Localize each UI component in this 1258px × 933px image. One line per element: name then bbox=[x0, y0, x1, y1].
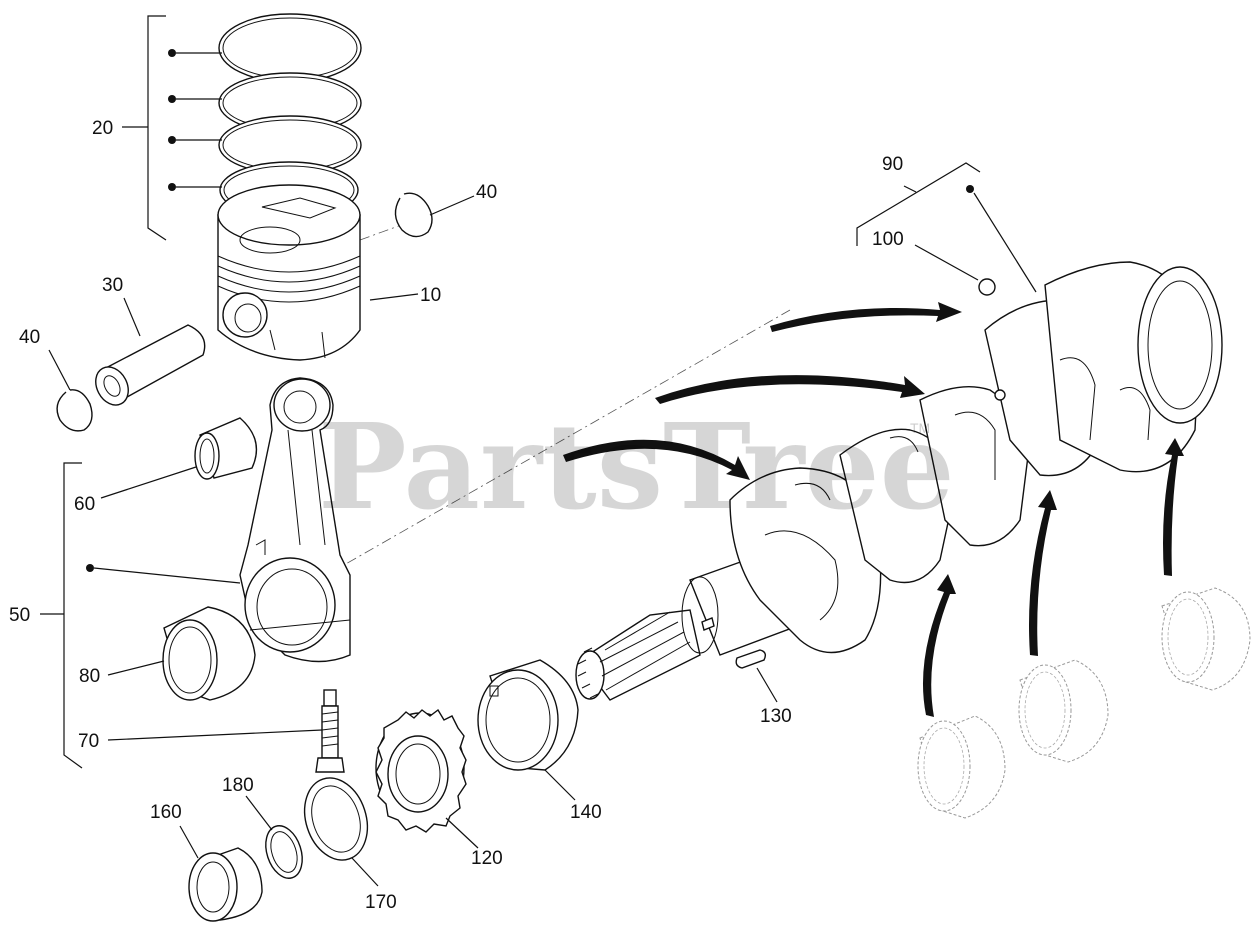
main-bearing-shell-ghost-2 bbox=[1018, 659, 1109, 763]
callout-20[interactable]: 20 bbox=[92, 118, 113, 139]
woodruff-key[interactable] bbox=[735, 649, 767, 669]
callout-40-top[interactable]: 40 bbox=[476, 182, 497, 203]
connecting-rod[interactable] bbox=[239, 377, 351, 663]
crankshaft[interactable] bbox=[575, 261, 1223, 701]
main-bearing-shell-ghost-1 bbox=[917, 715, 1006, 819]
arrow-to-crank-front bbox=[563, 439, 750, 480]
bullet-markers bbox=[86, 49, 974, 572]
callout-30[interactable]: 30 bbox=[102, 275, 123, 296]
callout-130[interactable]: 130 bbox=[760, 706, 792, 727]
callout-100[interactable]: 100 bbox=[872, 229, 904, 250]
callout-10[interactable]: 10 bbox=[420, 285, 441, 306]
callout-40-left[interactable]: 40 bbox=[19, 327, 40, 348]
bracket-90 bbox=[856, 162, 981, 246]
leader-lines bbox=[40, 52, 1037, 887]
circlip-left[interactable] bbox=[56, 389, 93, 432]
big-end-bearing-shell[interactable] bbox=[162, 606, 256, 701]
piston[interactable] bbox=[217, 184, 361, 361]
arrow-bearing-1 bbox=[922, 574, 956, 717]
callout-180[interactable]: 180 bbox=[222, 775, 254, 796]
piston-pin[interactable] bbox=[89, 324, 206, 411]
crankshaft-gear[interactable] bbox=[375, 708, 467, 833]
callout-140[interactable]: 140 bbox=[570, 802, 602, 823]
callout-120[interactable]: 120 bbox=[471, 848, 503, 869]
steel-ball[interactable] bbox=[978, 278, 996, 296]
o-ring[interactable] bbox=[259, 821, 308, 883]
bracket-50 bbox=[63, 462, 83, 769]
callout-160[interactable]: 160 bbox=[150, 802, 182, 823]
watermark: PartsTree bbox=[318, 397, 955, 536]
arrow-bearing-2 bbox=[1029, 490, 1057, 656]
main-bearing-shell-ghost-3 bbox=[1161, 587, 1251, 691]
small-end-bushing[interactable] bbox=[194, 417, 258, 480]
watermark-trademark: TM bbox=[910, 420, 930, 436]
bracket-20 bbox=[147, 15, 167, 241]
thrust-washer[interactable] bbox=[294, 770, 377, 868]
arrow-to-crank-mid bbox=[655, 375, 925, 404]
front-main-bearing[interactable] bbox=[477, 659, 579, 771]
callout-50[interactable]: 50 bbox=[9, 605, 30, 626]
arrow-bearing-3 bbox=[1163, 438, 1184, 576]
arrow-to-crank-rear bbox=[770, 302, 962, 332]
callout-80[interactable]: 80 bbox=[79, 666, 100, 687]
circlip-right[interactable] bbox=[394, 192, 433, 238]
connecting-rod-bolt[interactable] bbox=[315, 689, 345, 773]
assembly-axis-line bbox=[329, 309, 791, 574]
callout-60[interactable]: 60 bbox=[74, 494, 95, 515]
sleeve[interactable] bbox=[188, 847, 263, 922]
callout-170[interactable]: 170 bbox=[365, 892, 397, 913]
callout-90[interactable]: 90 bbox=[882, 154, 903, 175]
callout-70[interactable]: 70 bbox=[78, 731, 99, 752]
